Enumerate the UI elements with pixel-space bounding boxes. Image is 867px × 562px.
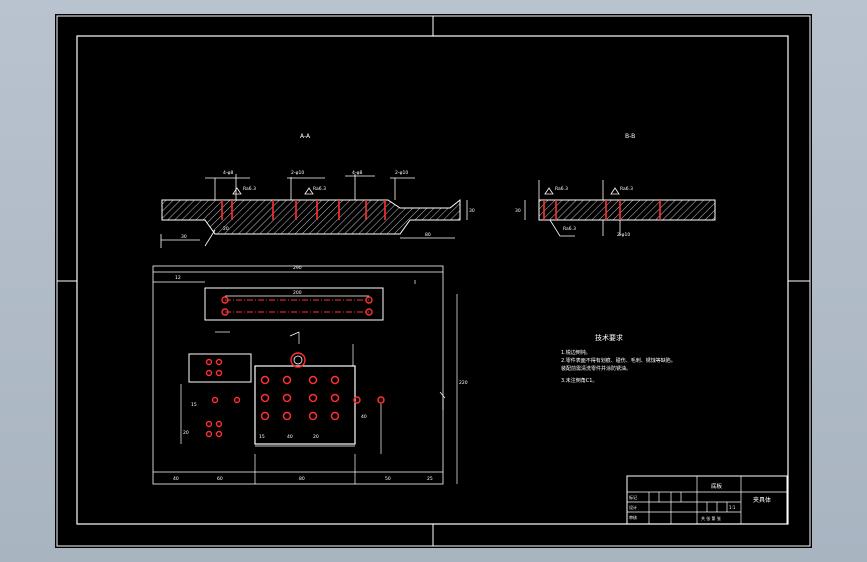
section-label-b-b: B-B	[625, 133, 635, 140]
svg-text:20: 20	[223, 226, 229, 232]
tech-requirements-heading: 技术要求	[595, 333, 623, 342]
svg-text:200: 200	[293, 290, 302, 296]
svg-text:4-φ8: 4-φ8	[352, 170, 362, 176]
section-b-b: B-B	[515, 133, 716, 238]
tech-requirement-3: 装配前需清洗零件并涂防锈油。	[561, 365, 631, 372]
svg-text:标记: 标记	[629, 494, 637, 500]
svg-text:20: 20	[183, 430, 189, 436]
svg-text:Ra6.3: Ra6.3	[620, 186, 633, 192]
svg-text:40: 40	[361, 414, 367, 420]
svg-text:15: 15	[191, 402, 197, 408]
svg-text:1:1: 1:1	[729, 505, 736, 510]
svg-text:30: 30	[515, 208, 521, 214]
svg-text:2-φ10: 2-φ10	[617, 232, 630, 238]
svg-text:Ra6.3: Ra6.3	[243, 186, 256, 192]
svg-text:40: 40	[287, 434, 293, 440]
svg-text:审核: 审核	[629, 514, 637, 520]
svg-text:12: 12	[175, 275, 181, 281]
tech-requirement-1: 1.锐边倒钝。	[561, 349, 591, 356]
svg-text:4-φ8: 4-φ8	[223, 170, 233, 176]
svg-text:30: 30	[181, 234, 187, 240]
title-part-name: 底板	[711, 482, 723, 490]
tech-requirement-2: 2.零件表面不得有划痕、碰伤、毛刺、锈蚀等缺陷。	[561, 357, 676, 364]
title-right-label: 夹具体	[753, 496, 771, 504]
svg-text:2-φ10: 2-φ10	[395, 170, 408, 176]
drawing-canvas: A-A	[56, 15, 811, 547]
outer-frame	[56, 15, 811, 547]
svg-text:Ra6.3: Ra6.3	[563, 226, 576, 232]
svg-text:20: 20	[313, 434, 319, 440]
svg-text:50: 50	[385, 476, 391, 482]
svg-text:25: 25	[427, 476, 433, 482]
svg-text:290: 290	[293, 265, 302, 271]
svg-text:Ra6.3: Ra6.3	[555, 186, 568, 192]
svg-text:设计: 设计	[629, 504, 637, 510]
centering-marks	[57, 16, 810, 546]
drawing-sheet[interactable]: A-A	[55, 14, 812, 548]
section-label-a-a: A-A	[300, 133, 311, 140]
plan-view: 290 12 200 220 40 60 80 50 25 15 40 20 1…	[152, 265, 468, 485]
inner-frame	[76, 35, 789, 525]
svg-text:30: 30	[469, 208, 475, 214]
svg-text:共 张 第 张: 共 张 第 张	[701, 515, 721, 521]
title-block: 底板 夹具体 1:1 标记 设计 审核 共 张 第 张	[626, 475, 788, 525]
svg-text:2-φ10: 2-φ10	[291, 170, 304, 176]
svg-text:80: 80	[425, 232, 431, 238]
svg-text:220: 220	[459, 380, 468, 386]
svg-text:15: 15	[259, 434, 265, 440]
section-a-a: A-A	[160, 133, 475, 248]
svg-text:Ra6.3: Ra6.3	[313, 186, 326, 192]
tech-requirements: 技术要求 1.锐边倒钝。 2.零件表面不得有划痕、碰伤、毛刺、锈蚀等缺陷。 装配…	[561, 333, 676, 384]
svg-text:80: 80	[299, 476, 305, 482]
svg-text:60: 60	[217, 476, 223, 482]
tech-requirement-4: 3.未注倒角C1。	[561, 377, 597, 384]
svg-text:40: 40	[173, 476, 179, 482]
